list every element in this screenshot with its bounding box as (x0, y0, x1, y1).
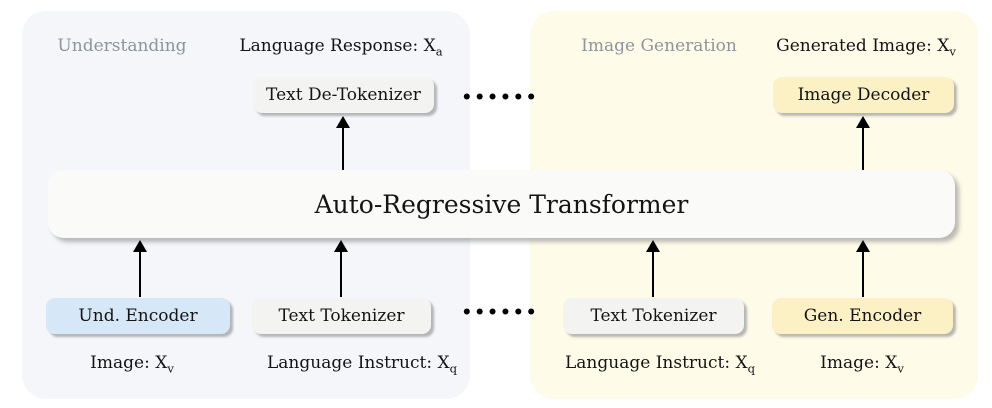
language-instruct-text: Language Instruct: X (267, 353, 450, 373)
text-de-tokenizer-box: Text De-Tokenizer (253, 77, 434, 113)
arrow-head-icon (856, 116, 870, 128)
arrow-shaft (861, 252, 865, 297)
language-response-label: Language Response: Xa (239, 36, 443, 59)
generation-header: Image Generation (581, 36, 737, 56)
auto-regressive-transformer-bar: Auto-Regressive Transformer (48, 170, 955, 238)
arrow-gen-encoder-to-transformer (856, 240, 870, 297)
arrow-shaft (339, 252, 343, 297)
text-tokenizer-box-left: Text Tokenizer (252, 298, 431, 334)
language-instruct-subscript: q (449, 361, 457, 376)
arrow-head-icon (334, 240, 348, 252)
arrow-transformer-to-image-decoder (856, 116, 870, 170)
image-decoder-box: Image Decoder (773, 77, 954, 113)
language-instruct-label-right: Language Instruct: Xq (565, 353, 755, 376)
image-input-subscript: v (897, 361, 904, 376)
image-input-label-left: Image: Xv (90, 353, 174, 376)
understanding-header: Understanding (57, 36, 187, 56)
generated-image-label: Generated Image: Xv (776, 36, 956, 59)
language-response-text: Language Response: X (239, 36, 436, 56)
arrow-shaft (861, 128, 865, 170)
language-instruct-subscript: q (747, 361, 755, 376)
generated-image-text: Generated Image: X (776, 36, 950, 56)
arrow-shaft (651, 252, 655, 297)
und-encoder-box: Und. Encoder (46, 298, 230, 334)
text-tokenizer-box-right: Text Tokenizer (563, 298, 744, 334)
arrow-transformer-to-text-de-tokenizer (336, 116, 350, 170)
language-instruct-label-left: Language Instruct: Xq (267, 353, 457, 376)
generated-image-subscript: v (949, 44, 956, 59)
image-input-label-right: Image: Xv (820, 353, 904, 376)
arrow-shaft (138, 252, 142, 297)
image-input-text: Image: X (820, 353, 898, 373)
gen-encoder-box: Gen. Encoder (772, 298, 953, 334)
language-response-subscript: a (435, 44, 443, 59)
arrow-head-icon (646, 240, 660, 252)
image-input-text: Image: X (90, 353, 168, 373)
arrow-head-icon (336, 116, 350, 128)
arrow-shaft (341, 128, 345, 170)
arrow-text-tokenizer-left-to-transformer (334, 240, 348, 297)
language-instruct-text: Language Instruct: X (565, 353, 748, 373)
arrow-head-icon (856, 240, 870, 252)
arrow-text-tokenizer-right-to-transformer (646, 240, 660, 297)
top-ellipsis: •••••• (461, 88, 539, 108)
arrow-head-icon (133, 240, 147, 252)
bottom-ellipsis: •••••• (461, 303, 539, 323)
arrow-und-encoder-to-transformer (133, 240, 147, 297)
image-input-subscript: v (167, 361, 174, 376)
